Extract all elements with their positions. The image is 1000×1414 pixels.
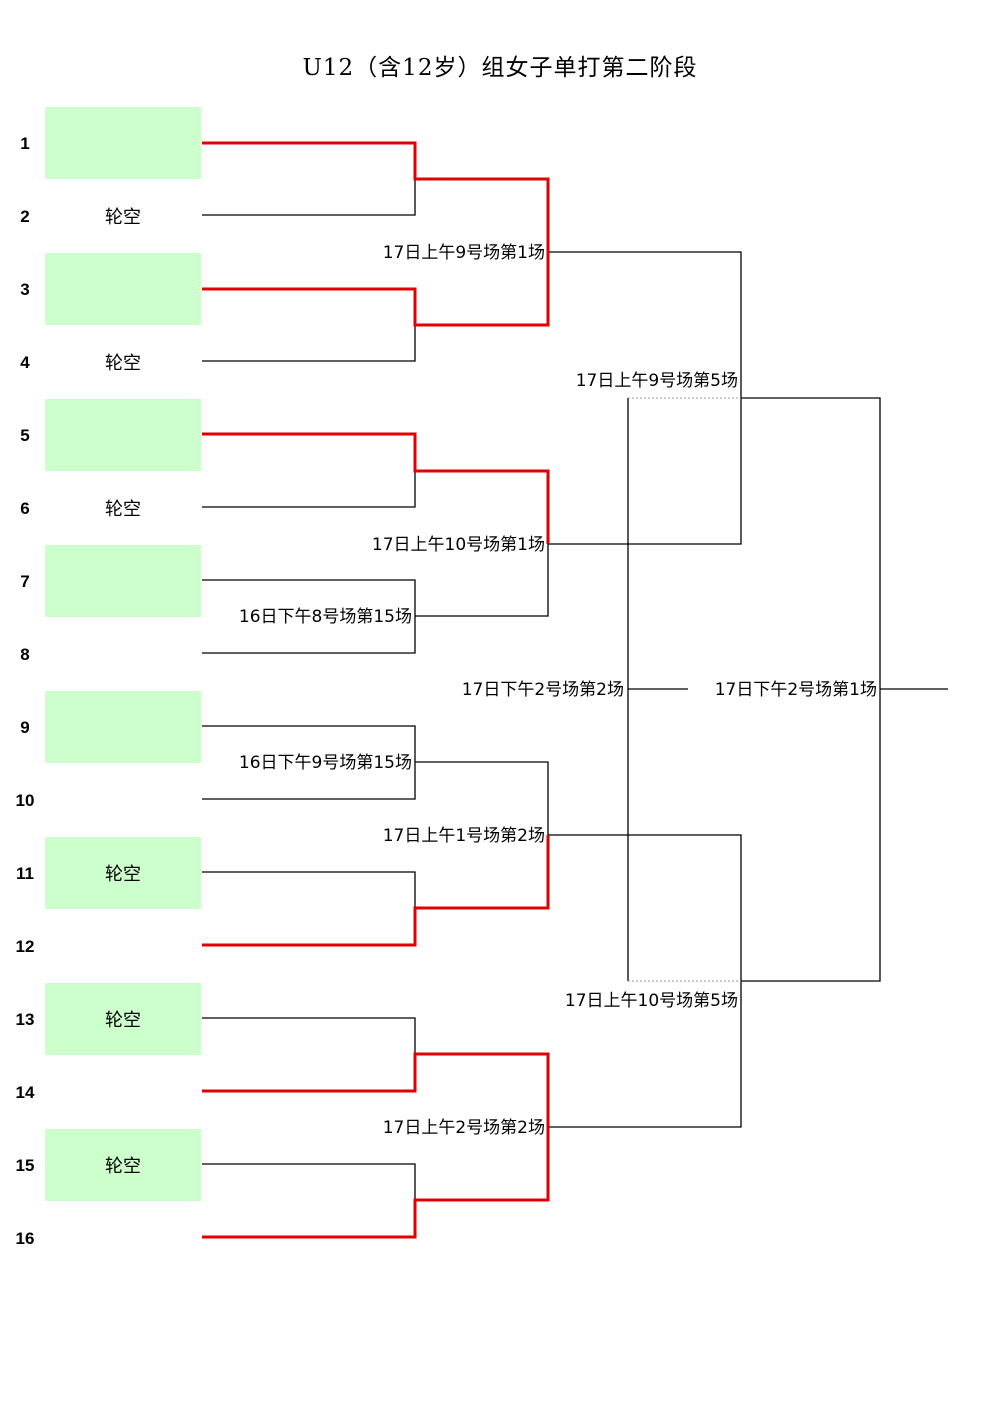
slot-text: 轮空 xyxy=(105,1010,141,1031)
seed-number: 1 xyxy=(20,134,29,153)
winner-line-seed-16 xyxy=(202,1127,550,1239)
slot-box-11 xyxy=(45,837,201,909)
line-seed-15 xyxy=(202,1163,416,1200)
match-label-r1-3: 17日上午1号场第2场 xyxy=(383,826,545,846)
seed-number: 3 xyxy=(20,280,29,299)
seed-number: 15 xyxy=(16,1156,35,1175)
line-pre-7-8-out xyxy=(415,544,549,617)
match-label-r2-top: 17日上午9号场第5场 xyxy=(576,371,738,391)
match-label-r2-bottom: 17日上午10号场第5场 xyxy=(565,991,738,1011)
line-seed-6 xyxy=(202,471,416,508)
slot-box-9 xyxy=(45,691,201,763)
winner-line-seed-12 xyxy=(202,835,550,947)
match-label-r1-2: 17日上午10号场第1场 xyxy=(372,535,545,555)
seed-number: 10 xyxy=(16,791,35,810)
seed-number: 4 xyxy=(20,353,30,372)
seed-number: 6 xyxy=(20,499,29,518)
slot-box-3 xyxy=(45,253,201,325)
slot-text: 轮空 xyxy=(105,864,141,885)
page-title: U12（含12岁）组女子单打第二阶段 xyxy=(302,55,698,81)
slot-text: 轮空 xyxy=(105,499,141,520)
seed-number: 11 xyxy=(16,864,34,883)
match-label-pre-9-10: 16日下午9号场第15场 xyxy=(239,753,412,773)
seed-number: 9 xyxy=(20,718,29,737)
line-seed-13 xyxy=(202,1017,416,1054)
seed-number: 16 xyxy=(16,1229,35,1248)
slot-box-7 xyxy=(45,545,201,617)
slot-box-1 xyxy=(45,107,201,179)
dotted-lines xyxy=(628,397,741,982)
match-labels: 17日上午9号场第1场 17日上午10号场第1场 17日上午1号场第2场 17日… xyxy=(212,240,878,1139)
seed-number: 8 xyxy=(20,645,29,664)
slot-text: 轮空 xyxy=(105,1156,141,1177)
line-seed-11 xyxy=(202,871,416,908)
seed-number: 5 xyxy=(20,426,29,445)
line-seed-4 xyxy=(202,325,416,362)
line-pre-9-10-out xyxy=(415,761,549,835)
match-label-final-2: 17日下午2号场第2场 xyxy=(462,680,624,700)
match-label-pre-7-8: 16日下午8号场第15场 xyxy=(239,607,412,627)
slot-text: 轮空 xyxy=(105,207,141,228)
slot-box-5 xyxy=(45,399,201,471)
winner-line-seed-1 xyxy=(202,141,550,252)
seed-number: 7 xyxy=(20,572,29,591)
seed-number: 14 xyxy=(16,1083,35,1102)
winner-line-seed-14 xyxy=(202,1052,550,1127)
bracket-lines xyxy=(202,179,948,1200)
seed-number: 2 xyxy=(20,207,29,226)
seed-number: 12 xyxy=(16,937,35,956)
slot-text: 轮空 xyxy=(105,353,141,374)
winner-line-seed-3 xyxy=(202,252,550,327)
slot-box-13 xyxy=(45,983,201,1055)
line-seed-2 xyxy=(202,179,416,216)
match-label-r1-4: 17日上午2号场第2场 xyxy=(383,1118,545,1138)
match-label-final-1: 17日下午2号场第1场 xyxy=(715,680,877,700)
seed-number: 13 xyxy=(16,1010,35,1029)
winner-lines xyxy=(202,141,550,1239)
match-label-r1-1: 17日上午9号场第1场 xyxy=(383,243,545,263)
slot-box-15 xyxy=(45,1129,201,1201)
winner-line-seed-5 xyxy=(202,432,550,544)
slot-boxes xyxy=(45,107,201,1201)
